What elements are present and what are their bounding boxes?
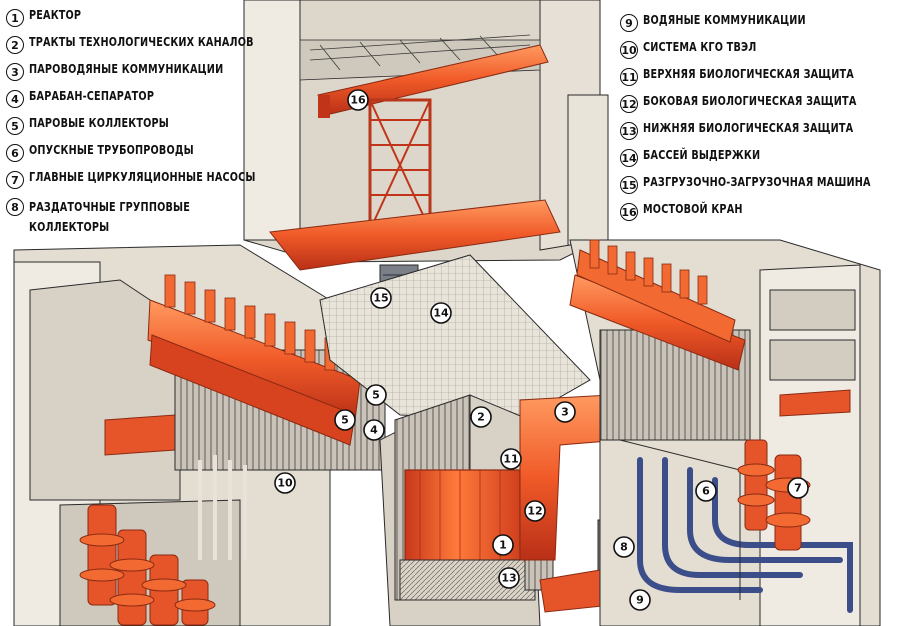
callout-11: 11 xyxy=(500,448,522,470)
svg-text:3: 3 xyxy=(561,406,569,419)
downcomer-pipes xyxy=(619,439,853,613)
svg-text:13: 13 xyxy=(501,572,516,585)
callout-5-upper: 5 xyxy=(365,384,387,406)
svg-text:4: 4 xyxy=(370,424,378,437)
callout-14: 14 xyxy=(430,302,452,324)
svg-text:8: 8 xyxy=(620,541,628,554)
svg-text:10: 10 xyxy=(277,477,293,490)
svg-text:5: 5 xyxy=(372,389,380,402)
svg-text:12: 12 xyxy=(527,505,542,518)
callout-8: 8 xyxy=(613,536,635,558)
callout-7: 7 xyxy=(787,477,809,499)
svg-text:16: 16 xyxy=(350,94,366,107)
callout-15: 15 xyxy=(370,287,392,309)
svg-text:1: 1 xyxy=(499,539,507,552)
left-drum-separators xyxy=(147,274,386,560)
callout-16: 16 xyxy=(347,89,369,111)
main-circulation-pumps-left xyxy=(79,504,216,626)
svg-text:7: 7 xyxy=(794,482,802,495)
callout-5-lower: 5 xyxy=(334,409,356,431)
svg-text:9: 9 xyxy=(636,594,644,607)
svg-text:5: 5 xyxy=(341,414,349,427)
callout-2: 2 xyxy=(470,406,492,428)
svg-text:2: 2 xyxy=(477,411,485,424)
callout-12: 12 xyxy=(524,500,546,522)
callout-10: 10 xyxy=(274,472,296,494)
callout-6: 6 xyxy=(695,480,717,502)
callout-4: 4 xyxy=(363,419,385,441)
reactor-shaft xyxy=(379,394,554,626)
callout-1: 1 xyxy=(492,534,514,556)
svg-text:11: 11 xyxy=(503,453,518,466)
svg-text:15: 15 xyxy=(373,292,388,305)
svg-text:6: 6 xyxy=(702,485,710,498)
main-circulation-pumps-right xyxy=(737,439,811,551)
callout-13: 13 xyxy=(498,567,520,589)
callout-3: 3 xyxy=(554,401,576,423)
svg-text:14: 14 xyxy=(433,307,449,320)
right-drum-separators xyxy=(569,239,746,371)
callout-9: 9 xyxy=(629,589,651,611)
